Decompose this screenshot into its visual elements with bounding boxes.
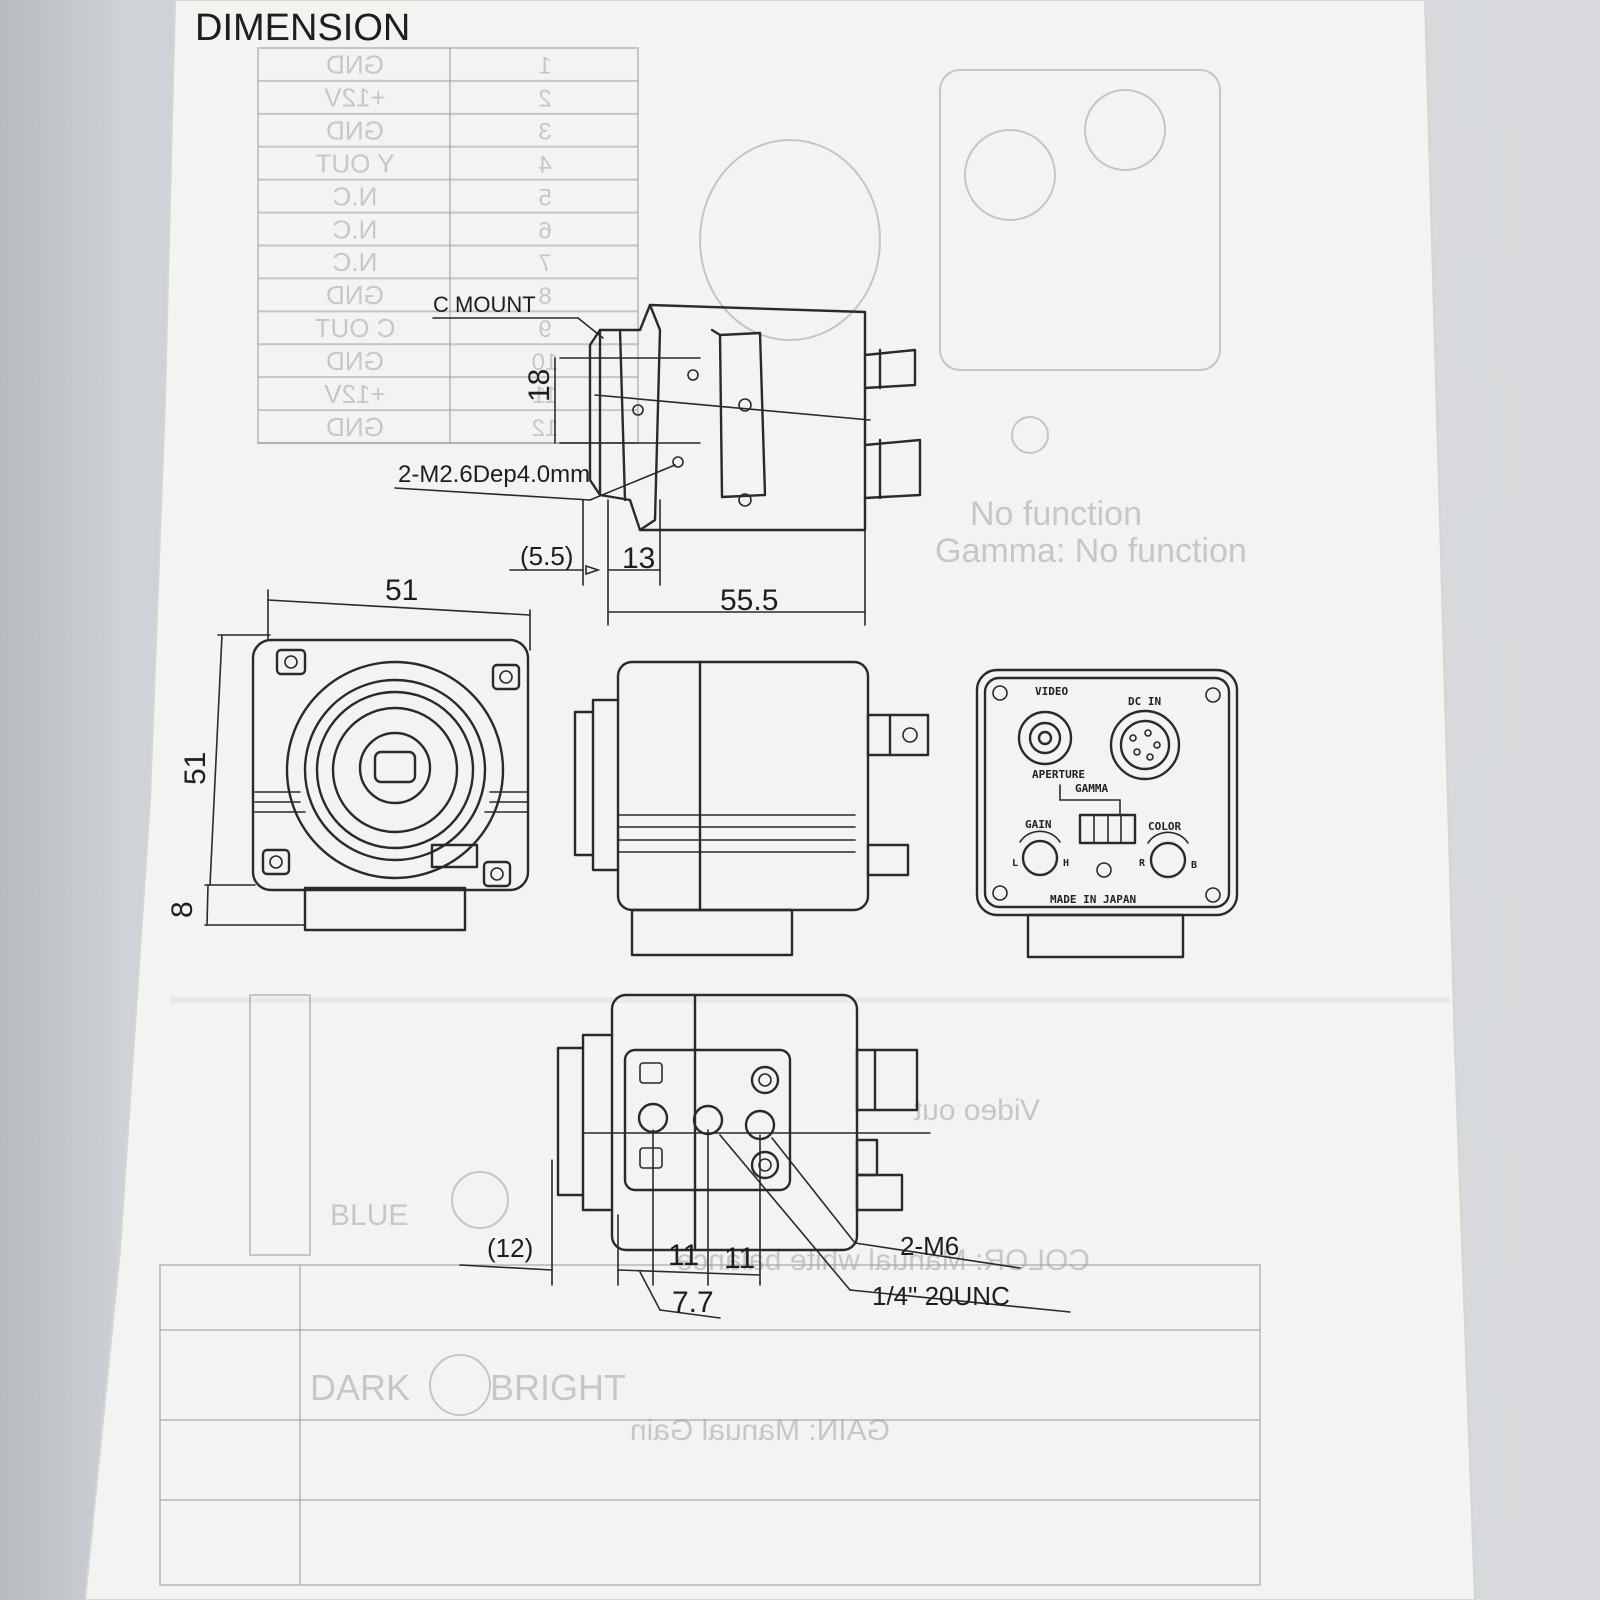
ghost-pin-label: N.C [333, 181, 378, 211]
ghost-pin-label: N.C [333, 214, 378, 244]
dim-13: 13 [622, 542, 655, 575]
ghost-pin-label: GND [326, 116, 384, 146]
ghost-pin-label: N.C [333, 247, 378, 277]
rear-color-b: B [1191, 860, 1197, 871]
ghost-text-3: Video out [913, 1094, 1040, 1127]
ghost-pin-label: +12V [324, 379, 386, 409]
ghost-pin-number: 10 [532, 349, 559, 376]
dim-height-51: 51 [179, 752, 212, 785]
dim-7-7: 7.7 [672, 1286, 714, 1319]
dim-11-b: 11 [724, 1242, 755, 1275]
dim-18: 18 [523, 369, 556, 402]
middle-side-view [573, 660, 930, 957]
dim-12: (12) [487, 1233, 533, 1263]
ghost-pin-label: GND [326, 412, 384, 442]
ghost-pin-number: 3 [538, 119, 551, 146]
rear-dcin-label: DC IN [1128, 695, 1161, 708]
side-view [394, 303, 922, 626]
ghost-pin-label: Y OUT [315, 148, 394, 178]
ghost-pin-number: 8 [538, 283, 551, 310]
front-view [204, 589, 531, 932]
screw-note: 2-M2.6Dep4.0mm [398, 461, 590, 488]
dim-width-51: 51 [385, 574, 418, 607]
page-title: DIMENSION [195, 7, 410, 49]
rear-aperture-label: APERTURE [1032, 768, 1085, 781]
rear-video-label: VIDEO [1035, 685, 1068, 698]
ghost-pin-label: GND [326, 280, 384, 310]
ghost-text-5: GAIN: Manual Gain [630, 1414, 890, 1447]
dim-55-5: 55.5 [720, 584, 778, 617]
dim-11-a: 11 [668, 1239, 699, 1272]
ghost-text-1: No function [970, 495, 1142, 533]
dim-5-5: (5.5) [520, 541, 573, 571]
ghost-pin-number: 6 [538, 217, 551, 244]
ghost-dark: DARK [310, 1367, 410, 1408]
rear-color-r: R [1139, 858, 1146, 869]
rear-panel [975, 668, 1239, 959]
ghost-pin-number: 4 [538, 151, 551, 178]
ghost-pin-number: 5 [538, 184, 551, 211]
ghost-pin-number: 9 [538, 316, 551, 343]
c-mount-label: C MOUNT [433, 292, 536, 317]
ghost-pin-label: C OUT [314, 313, 395, 343]
ghost-pin-number: 11 [533, 382, 558, 409]
m6-note: 2-M6 [900, 1231, 959, 1261]
rear-gain-h: H [1063, 858, 1069, 869]
rear-made-in-label: MADE IN JAPAN [1050, 893, 1136, 906]
ghost-pin-number: 12 [532, 415, 559, 442]
rear-gain-label: GAIN [1025, 818, 1052, 831]
ghost-pin-label: GND [326, 50, 384, 80]
paper [83, 0, 1477, 1600]
bottom-view [459, 993, 1071, 1319]
rear-gamma-label: GAMMA [1075, 782, 1108, 795]
ghost-pin-label: GND [326, 346, 384, 376]
ghost-bright: BRIGHT [490, 1367, 626, 1408]
ghost-pin-number: 7 [538, 250, 551, 277]
ghost-blue: BLUE [330, 1199, 408, 1232]
ghost-pin-label: +12V [324, 83, 386, 113]
dim-base-8: 8 [166, 901, 199, 918]
rear-gain-l: L [1012, 858, 1018, 869]
rear-color-label: COLOR [1148, 820, 1181, 833]
ghost-pin-number: 1 [538, 53, 551, 80]
ghost-pin-number: 2 [538, 86, 551, 113]
ghost-text-2: Gamma: No function [935, 532, 1247, 570]
tripod-note: 1/4" 20UNC [872, 1281, 1010, 1311]
